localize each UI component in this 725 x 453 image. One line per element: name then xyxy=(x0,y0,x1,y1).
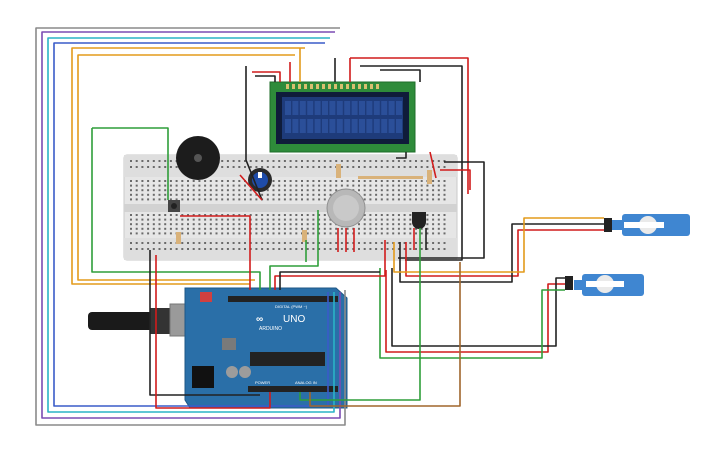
servo-motor-1[interactable] xyxy=(604,214,690,236)
gas-sensor[interactable] xyxy=(326,188,366,228)
microcontroller-chip xyxy=(250,352,325,366)
lcd-16x2[interactable] xyxy=(269,81,416,153)
servo-motor-2[interactable] xyxy=(565,274,644,296)
temperature-sensor[interactable] xyxy=(412,212,426,229)
potentiometer[interactable] xyxy=(248,168,272,192)
header-digital-label: DIGITAL (PWM ~) xyxy=(275,304,308,309)
reset-button[interactable] xyxy=(200,292,212,302)
lcd-pins xyxy=(286,84,379,89)
power-jack xyxy=(192,366,214,388)
board-model: UNO xyxy=(283,314,305,325)
wires xyxy=(35,27,604,426)
push-button[interactable] xyxy=(168,200,180,212)
board-brand: ARDUINO xyxy=(259,326,282,332)
lcd-cells xyxy=(285,101,402,133)
arduino-uno[interactable]: ∞ UNO ARDUINO DIGITAL (PWM ~) ANALOG IN … xyxy=(184,287,348,409)
header-digital xyxy=(228,296,338,302)
resistors xyxy=(176,164,432,244)
board-logo: ∞ xyxy=(256,314,263,325)
header-analog-label: ANALOG IN xyxy=(295,380,317,385)
header-power-label: POWER xyxy=(255,380,270,385)
piezo-buzzer[interactable] xyxy=(176,136,220,180)
header-bottom xyxy=(248,386,338,392)
